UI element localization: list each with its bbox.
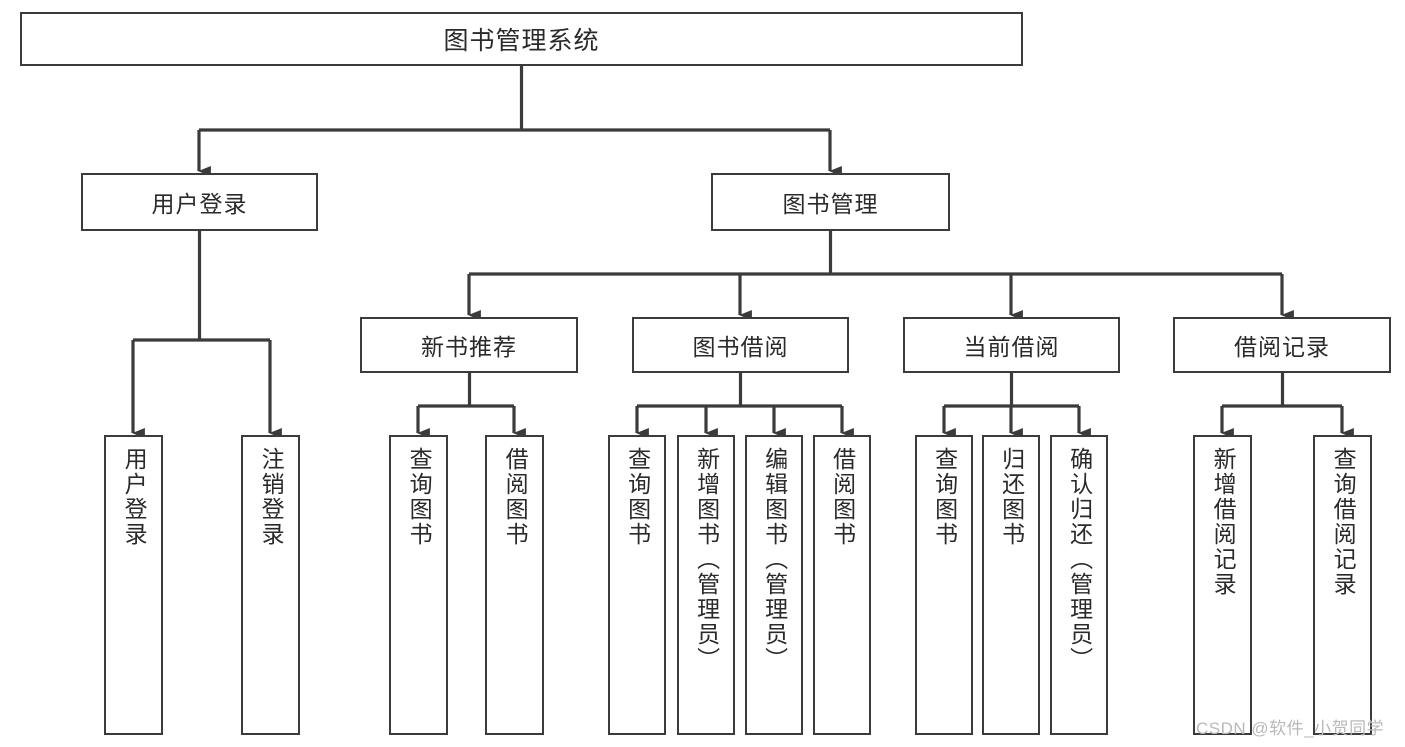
node-label: 图书借阅 bbox=[692, 334, 789, 360]
node-label: 编辑图书（管理员） bbox=[761, 447, 788, 672]
leaf-borrow-query-book[interactable]: 查询图书 bbox=[608, 435, 666, 735]
node-label: 查询图书 bbox=[624, 447, 651, 547]
node-label: 注销登录 bbox=[258, 447, 285, 547]
node-label: 用户登录 bbox=[121, 447, 148, 547]
node-user-login[interactable]: 用户登录 bbox=[81, 173, 318, 231]
node-borrow-record[interactable]: 借阅记录 bbox=[1173, 317, 1391, 373]
node-label: 新增借阅记录 bbox=[1210, 447, 1237, 597]
node-label: 查询图书 bbox=[931, 447, 958, 547]
node-label: 新书推荐 bbox=[421, 334, 517, 360]
node-label: 查询借阅记录 bbox=[1330, 447, 1357, 597]
leaf-recommend-borrow-book[interactable]: 借阅图书 bbox=[485, 435, 544, 735]
node-label: 用户登录 bbox=[151, 191, 248, 217]
node-label: 图书管理 bbox=[782, 191, 879, 217]
leaf-record-query-record[interactable]: 查询借阅记录 bbox=[1313, 435, 1372, 735]
leaf-current-confirm-return-admin[interactable]: 确认归还（管理员） bbox=[1050, 435, 1108, 735]
leaf-user-login-login[interactable]: 用户登录 bbox=[104, 435, 163, 735]
node-current-borrow[interactable]: 当前借阅 bbox=[903, 317, 1120, 373]
leaf-record-add-record[interactable]: 新增借阅记录 bbox=[1193, 435, 1252, 735]
node-label: 图书管理系统 bbox=[443, 27, 600, 55]
node-label: 归还图书 bbox=[998, 447, 1025, 547]
leaf-borrow-add-book-admin[interactable]: 新增图书（管理员） bbox=[677, 435, 735, 735]
node-label: 当前借阅 bbox=[963, 334, 1060, 360]
leaf-user-login-logout[interactable]: 注销登录 bbox=[241, 435, 300, 735]
node-book-borrow[interactable]: 图书借阅 bbox=[632, 317, 849, 373]
leaf-borrow-borrow-book[interactable]: 借阅图书 bbox=[813, 435, 871, 735]
node-new-book-recommend[interactable]: 新书推荐 bbox=[360, 317, 578, 373]
node-label: 查询图书 bbox=[406, 447, 433, 547]
leaf-borrow-edit-book-admin[interactable]: 编辑图书（管理员） bbox=[745, 435, 803, 735]
leaf-current-query-book[interactable]: 查询图书 bbox=[915, 435, 973, 735]
leaf-recommend-query-book[interactable]: 查询图书 bbox=[389, 435, 448, 735]
node-book-management[interactable]: 图书管理 bbox=[711, 173, 950, 231]
node-root-system[interactable]: 图书管理系统 bbox=[20, 12, 1023, 66]
node-label: 借阅图书 bbox=[829, 447, 856, 547]
node-label: 借阅记录 bbox=[1234, 334, 1330, 360]
node-label: 确认归还（管理员） bbox=[1066, 447, 1093, 672]
node-label: 借阅图书 bbox=[502, 447, 529, 547]
leaf-current-return-book[interactable]: 归还图书 bbox=[982, 435, 1040, 735]
node-label: 新增图书（管理员） bbox=[693, 447, 720, 672]
